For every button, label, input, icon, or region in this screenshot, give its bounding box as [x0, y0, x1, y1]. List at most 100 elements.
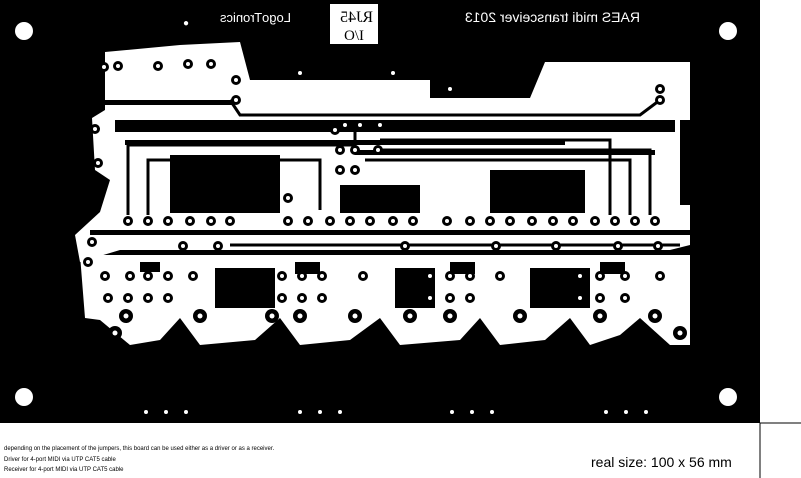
drill-hole — [468, 274, 472, 278]
drill-hole — [353, 168, 357, 172]
trace-gap — [115, 120, 675, 132]
drill-hole — [286, 196, 290, 200]
drill-hole — [447, 313, 453, 319]
drill-hole — [103, 274, 107, 278]
drill-hole — [269, 313, 275, 319]
drill-hole — [623, 274, 627, 278]
drill-hole — [300, 296, 304, 300]
drill-hole — [391, 71, 395, 75]
trace — [228, 98, 661, 117]
pad-gap — [295, 262, 320, 274]
drill-hole — [186, 62, 190, 66]
connector-label-line2: I/O — [344, 28, 364, 44]
trace-gap — [105, 100, 235, 105]
drill-hole — [298, 71, 302, 75]
drill-hole — [378, 123, 382, 127]
drill-hole — [128, 274, 132, 278]
drill-hole — [658, 87, 662, 91]
drill-hole — [658, 274, 662, 278]
drill-hole — [488, 219, 492, 223]
drill-hole — [146, 219, 150, 223]
drill-hole — [448, 274, 452, 278]
drill-hole — [338, 148, 342, 152]
drill-hole — [166, 296, 170, 300]
scale-label: real size: 100 x 56 mm — [591, 454, 732, 470]
drill-hole — [508, 219, 512, 223]
drill-hole — [578, 296, 582, 300]
drill-hole — [333, 128, 337, 132]
connector-label-box — [330, 4, 378, 44]
drill-hole — [468, 219, 472, 223]
note-line-3: Receiver for 4-port MIDI via UTP CAT5 ca… — [4, 467, 124, 473]
port-cutout — [215, 268, 275, 308]
drill-hole — [428, 296, 432, 300]
drill-hole — [328, 219, 332, 223]
trace-gap — [355, 150, 655, 155]
drill-hole — [209, 219, 213, 223]
drill-hole — [106, 296, 110, 300]
mounting-hole — [719, 388, 737, 406]
drill-hole — [156, 64, 160, 68]
mounting-hole — [15, 22, 33, 40]
drill-hole — [448, 87, 452, 91]
trace — [365, 158, 632, 215]
trace-gap — [125, 140, 565, 145]
drill-hole — [320, 274, 324, 278]
ic-footprint-left — [170, 155, 280, 213]
drill-hole — [181, 244, 185, 248]
drill-hole — [353, 148, 357, 152]
drill-hole — [498, 274, 502, 278]
drill-hole — [343, 123, 347, 127]
traces — [126, 98, 680, 247]
drill-hole — [286, 219, 290, 223]
drill-hole — [517, 313, 523, 319]
drill-hole — [361, 274, 365, 278]
drill-hole — [352, 313, 358, 319]
drill-hole — [677, 330, 683, 336]
drill-hole — [578, 274, 582, 278]
drill-hole — [228, 219, 232, 223]
drill-hole — [280, 274, 284, 278]
drill-hole — [391, 219, 395, 223]
drill-hole — [188, 219, 192, 223]
drill-hole — [593, 219, 597, 223]
drill-hole — [102, 65, 106, 69]
pad-gap — [450, 262, 475, 274]
drill-hole — [494, 244, 498, 248]
board-title: RAES midi transceiver 2013 — [465, 9, 640, 25]
ic-footprint-mid — [340, 185, 420, 213]
pad-gap — [140, 262, 160, 272]
drill-hole — [126, 296, 130, 300]
drill-hole — [597, 313, 603, 319]
drill-hole — [300, 274, 304, 278]
drill-hole — [658, 98, 662, 102]
silkscreen-text: RAES midi transceiver 2013 LogoTronics R… — [183, 4, 640, 44]
ic-footprint-right — [490, 170, 585, 213]
mounting-holes — [15, 22, 737, 406]
drill-hole — [191, 274, 195, 278]
drill-hole — [197, 313, 203, 319]
drill-hole — [616, 244, 620, 248]
drill-hole — [209, 62, 213, 66]
pads — [83, 59, 687, 340]
pad-gap — [600, 262, 625, 274]
brand-name: LogoTronics — [219, 10, 291, 25]
drill-hole — [551, 219, 555, 223]
drill-hole — [234, 98, 238, 102]
drill-hole — [86, 260, 90, 264]
drill-hole — [166, 219, 170, 223]
drill-hole — [112, 330, 118, 336]
isolation-areas — [90, 100, 690, 308]
drill-hole — [598, 274, 602, 278]
drill-hole — [216, 244, 220, 248]
drill-hole — [297, 313, 303, 319]
drill-hole — [116, 64, 120, 68]
drill-hole — [468, 296, 472, 300]
drill-hole — [338, 168, 342, 172]
drill-hole — [93, 127, 97, 131]
drill-hole — [411, 219, 415, 223]
drill-hole — [448, 296, 452, 300]
drill-hole — [123, 313, 129, 319]
drill-hole — [146, 296, 150, 300]
drill-hole — [280, 296, 284, 300]
